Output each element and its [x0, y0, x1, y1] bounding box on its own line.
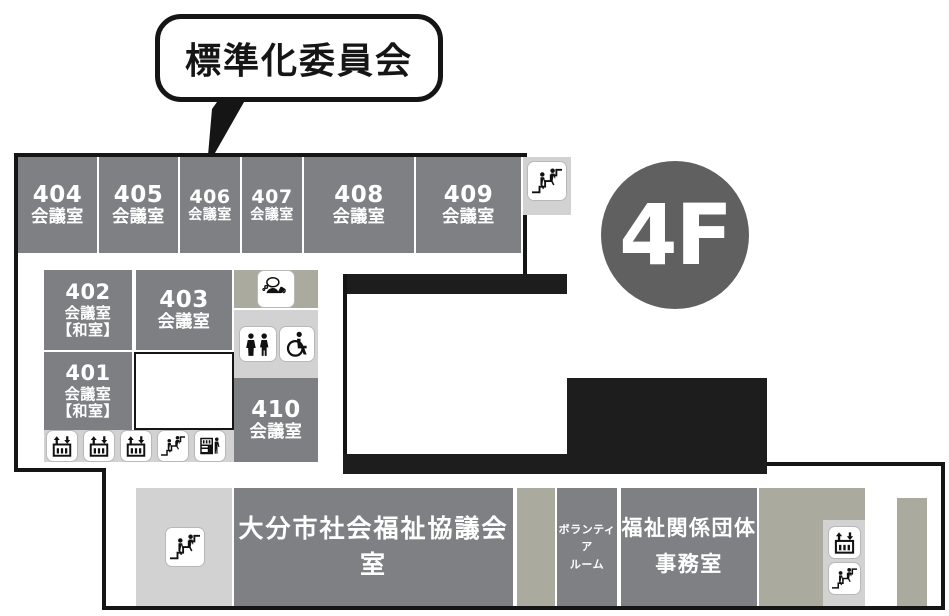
floor-badge: 4F: [601, 161, 749, 309]
outline-bottom-step-v: [102, 468, 106, 610]
room-408[interactable]: 408 会議室: [304, 157, 416, 253]
stairs-icon[interactable]: [166, 528, 204, 566]
elevator-icon[interactable]: [829, 527, 860, 558]
outline-bottom: [102, 606, 945, 610]
outline-corridor-right: [523, 153, 527, 277]
top-room-row: 404 会議室 405 会議室 406 会議室 407 会議室 408 会議室 …: [18, 157, 523, 253]
room-name: 会議室: [188, 206, 232, 223]
room-label: 大分市社会福祉協議会室: [238, 513, 509, 579]
room-number: 405: [113, 181, 164, 208]
room-name: 会議室: [64, 384, 112, 403]
stairs-icon[interactable]: [158, 431, 188, 461]
room-number: 401: [65, 361, 111, 386]
atrium-left-wall: [343, 274, 347, 474]
room-name: 会議室: [64, 303, 112, 322]
room-name: 会議室: [249, 422, 303, 443]
outline-bottom-step-h: [14, 468, 106, 472]
inner-court: [134, 352, 234, 430]
bottom-khaki-divider: [517, 488, 555, 606]
elevator-icon[interactable]: [47, 431, 77, 461]
outline-left-upper: [14, 153, 18, 257]
room-number: 410: [251, 396, 301, 423]
stairs-icon[interactable]: [829, 563, 860, 594]
room-label-line1: 福祉関係団体: [621, 516, 757, 541]
room-number: 409: [443, 181, 494, 208]
room-volunteer[interactable]: ボランティア ルーム: [557, 488, 619, 606]
atrium-void-lower: [343, 454, 767, 474]
outline-left-lower: [14, 257, 18, 472]
room-409[interactable]: 409 会議室: [416, 157, 523, 253]
room-number: 402: [65, 280, 111, 305]
room-label-line2: ルーム: [569, 557, 605, 571]
room-name: 会議室: [442, 207, 495, 228]
room-407[interactable]: 407 会議室: [242, 157, 304, 253]
room-name: 会議室: [112, 207, 165, 228]
room-406[interactable]: 406 会議室: [180, 157, 242, 253]
room-name: 会議室: [31, 207, 84, 228]
room-social-welfare-council[interactable]: 大分市社会福祉協議会室: [234, 488, 515, 606]
room-404[interactable]: 404 会議室: [18, 157, 99, 253]
stairs-icon[interactable]: [528, 162, 566, 200]
atrium-void-upper: [343, 274, 567, 294]
callout-bubble: 標準化委員会: [155, 14, 443, 102]
vending-machine-icon[interactable]: [195, 431, 225, 461]
right-khaki-block-1: [759, 488, 823, 606]
floor-badge-label: 4F: [619, 186, 733, 284]
tea-room-icon[interactable]: [258, 271, 294, 307]
room-name: 会議室: [332, 207, 386, 228]
room-label-line2: 事務室: [655, 552, 723, 576]
right-khaki-block-3: [897, 498, 927, 606]
room-405[interactable]: 405 会議室: [99, 157, 180, 253]
room-number: 403: [159, 286, 209, 313]
room-name: 会議室: [157, 312, 211, 333]
room-401[interactable]: 401 会議室 【和室】: [44, 352, 132, 430]
restroom-icon[interactable]: [240, 327, 276, 361]
room-number: 404: [32, 181, 83, 208]
room-label-line1: ボランティア: [558, 522, 616, 554]
outline-right-top: [737, 462, 945, 466]
elevator-icon[interactable]: [84, 431, 114, 461]
room-number: 406: [189, 185, 231, 208]
outline-right: [941, 462, 945, 610]
outline-top: [14, 153, 527, 157]
room-410[interactable]: 410 会議室: [234, 378, 318, 462]
atrium-void-block: [567, 378, 767, 458]
room-number: 407: [251, 185, 293, 208]
room-note: 【和室】: [56, 401, 119, 420]
callout-text: 標準化委員会: [184, 41, 413, 82]
room-welfare-organizations-office[interactable]: 福祉関係団体 事務室: [621, 488, 757, 606]
room-note: 【和室】: [56, 320, 119, 339]
room-name: 会議室: [250, 206, 294, 223]
right-khaki-block-2: [823, 488, 865, 520]
room-402[interactable]: 402 会議室 【和室】: [44, 270, 132, 350]
room-403[interactable]: 403 会議室: [136, 270, 232, 350]
room-number: 408: [334, 181, 384, 208]
elevator-icon[interactable]: [121, 431, 151, 461]
wheelchair-accessible-icon[interactable]: [280, 327, 314, 361]
